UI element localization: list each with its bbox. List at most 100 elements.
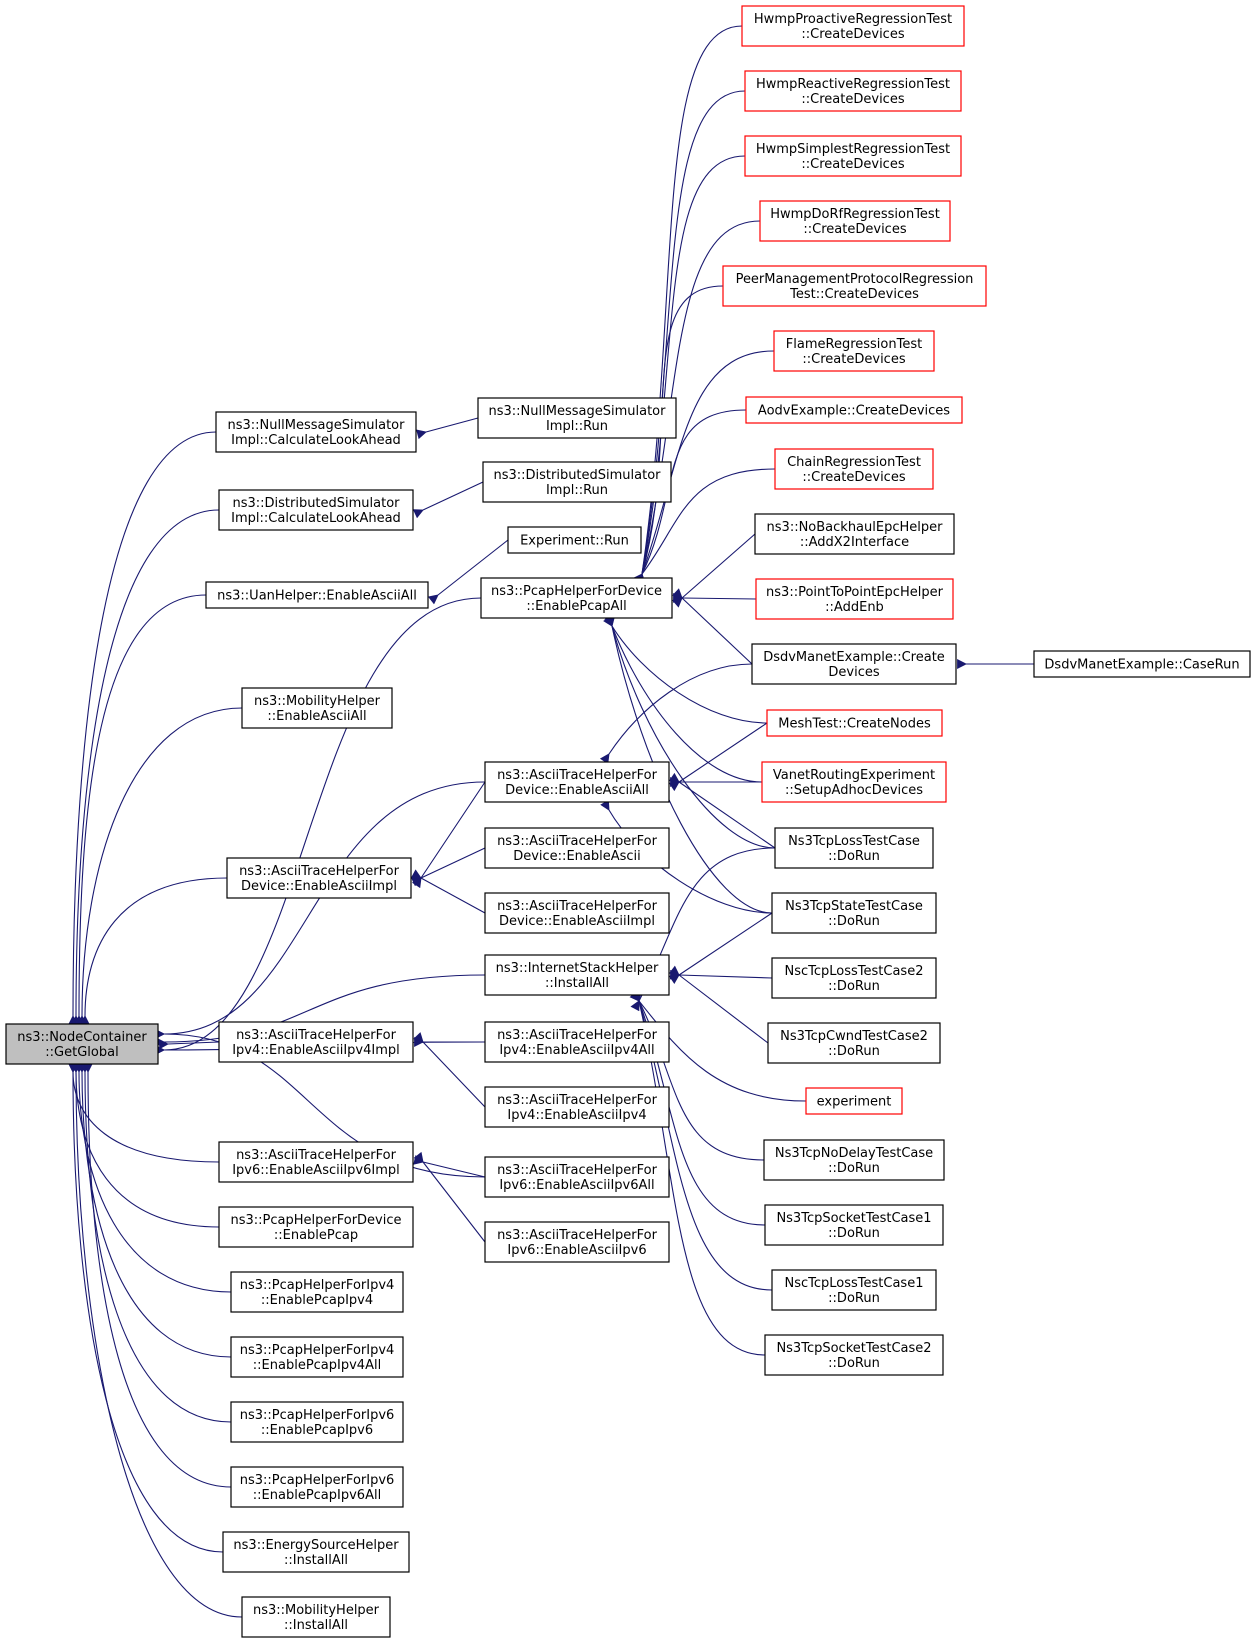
node-peer[interactable]: PeerManagementProtocolRegressionTest::Cr…: [722, 265, 987, 307]
node-box: [484, 761, 670, 803]
node-sock2[interactable]: Ns3TcpSocketTestCase2::DoRun: [764, 1334, 944, 1376]
node-box: [218, 1021, 414, 1063]
node-pcap-ipv4[interactable]: ns3::PcapHelperForIpv4::EnablePcapIpv4: [230, 1271, 404, 1313]
node-pcap-ipv6-all[interactable]: ns3::PcapHelperForIpv6::EnablePcapIpv6Al…: [230, 1466, 404, 1508]
edge-tcploss-to-pcap_all: [604, 616, 776, 849]
edge-noback-to-pcap_all: [672, 533, 756, 608]
node-label-line: Ipv6::EnableAsciiIpv6Impl: [232, 1163, 400, 1178]
node-ath-ipv4-all[interactable]: ns3::AsciiTraceHelperForIpv4::EnableAsci…: [484, 1021, 670, 1063]
node-mob-install[interactable]: ns3::MobilityHelper::InstallAll: [241, 1596, 391, 1638]
node-label-line: ::EnablePcapIpv4: [261, 1293, 373, 1308]
node-exp-run[interactable]: Experiment::Run: [507, 526, 642, 554]
node-nodelay[interactable]: Ns3TcpNoDelayTestCase::DoRun: [763, 1139, 945, 1181]
node-label-line: Experiment::Run: [520, 534, 629, 549]
node-pcap-ipv6[interactable]: ns3::PcapHelperForIpv6::EnablePcapIpv6: [230, 1401, 404, 1443]
node-box: [764, 1334, 944, 1376]
node-box: [744, 70, 962, 112]
node-p2p[interactable]: ns3::PointToPointEpcHelper::AddEnb: [755, 578, 954, 620]
node-ds-calc[interactable]: ns3::DistributedSimulatorImpl::Calculate…: [218, 489, 414, 531]
node-ath-ipv6-all[interactable]: ns3::AsciiTraceHelperForIpv6::EnableAsci…: [484, 1156, 670, 1198]
edge-vanet-to-pcap_all: [604, 615, 763, 783]
node-label-line: Impl::Run: [546, 483, 608, 498]
node-nsc2[interactable]: NscTcpLossTestCase2::DoRun: [771, 957, 937, 999]
node-experiment[interactable]: experiment: [805, 1087, 903, 1115]
node-label-line: NscTcpLossTestCase1: [785, 1276, 924, 1291]
node-box: [763, 1139, 945, 1181]
node-box: [218, 489, 414, 531]
node-sock1[interactable]: Ns3TcpSocketTestCase1::DoRun: [764, 1204, 944, 1246]
node-label-line: HwmpSimplestRegressionTest: [756, 142, 950, 157]
edge-pcap_ipv4_all-to-root: [77, 1063, 232, 1358]
node-label-line: Ns3TcpLossTestCase: [788, 834, 920, 849]
node-ath-ipv6-impl[interactable]: ns3::AsciiTraceHelperForIpv6::EnableAsci…: [218, 1141, 414, 1183]
node-ath-dev-ascii[interactable]: ns3::AsciiTraceHelperForDevice::EnableAs…: [484, 827, 670, 869]
edge-ath_ipv6_all-to-root: [155, 1029, 486, 1178]
node-label-line: ns3::AsciiTraceHelperFor: [497, 768, 658, 783]
node-ath-dev-all[interactable]: ns3::AsciiTraceHelperForDevice::EnableAs…: [484, 761, 670, 803]
node-label-line: ::AddEnb: [825, 600, 884, 615]
node-label-line: ::DoRun: [828, 979, 880, 994]
node-label-line: ::InstallAll: [284, 1553, 348, 1568]
node-dsdv-create[interactable]: DsdvManetExample::CreateDevices: [751, 643, 957, 685]
node-noback[interactable]: ns3::NoBackhaulEpcHelper::AddX2Interface: [754, 513, 955, 555]
node-pcap-dev[interactable]: ns3::PcapHelperForDevice::EnablePcap: [218, 1206, 414, 1248]
node-pcap-ipv4-all[interactable]: ns3::PcapHelperForIpv4::EnablePcapIpv4Al…: [230, 1336, 404, 1378]
edge-meshtest-to-pcap_all: [603, 615, 768, 724]
node-hwmp-dorf[interactable]: HwmpDoRfRegressionTest::CreateDevices: [759, 200, 951, 242]
node-box: [230, 1271, 404, 1313]
edge-aodv-to-pcap_all: [633, 409, 747, 585]
node-label-line: FlameRegressionTest: [786, 337, 922, 352]
node-label-line: ns3::EnergySourceHelper: [233, 1538, 399, 1553]
node-box: [218, 1141, 414, 1183]
node-hwmp-pro[interactable]: HwmpProactiveRegressionTest::CreateDevic…: [741, 5, 965, 47]
node-flame[interactable]: FlameRegressionTest::CreateDevices: [773, 330, 935, 372]
node-label-line: ns3::AsciiTraceHelperFor: [497, 1093, 658, 1108]
node-cwnd2[interactable]: Ns3TcpCwndTestCase2::DoRun: [767, 1022, 941, 1064]
node-label-line: ns3::PcapHelperForDevice: [231, 1213, 402, 1228]
node-box: [774, 827, 934, 869]
node-tcpstate[interactable]: Ns3TcpStateTestCase::DoRun: [771, 892, 937, 934]
node-root[interactable]: ns3::NodeContainer::GetGlobal: [5, 1023, 159, 1065]
node-dsdv-caserun[interactable]: DsdvManetExample::CaseRun: [1033, 650, 1251, 678]
edge-nsc2-to-ish_install: [669, 969, 773, 980]
node-ath-dev-impl[interactable]: ns3::AsciiTraceHelperForDevice::EnableAs…: [226, 857, 412, 899]
node-label-line: ::DoRun: [828, 1356, 880, 1371]
node-nsc1[interactable]: NscTcpLossTestCase1::DoRun: [771, 1269, 937, 1311]
edge-cwnd2-to-ish_install: [668, 965, 769, 1044]
node-hwmp-re[interactable]: HwmpReactiveRegressionTest::CreateDevice…: [744, 70, 962, 112]
node-ath-ipv4-impl[interactable]: ns3::AsciiTraceHelperForIpv4::EnableAsci…: [218, 1021, 414, 1063]
node-label-line: AodvExample::CreateDevices: [758, 404, 950, 419]
node-label-line: HwmpProactiveRegressionTest: [754, 12, 952, 27]
node-box: [1033, 650, 1251, 678]
node-meshtest[interactable]: MeshTest::CreateNodes: [766, 709, 943, 737]
node-label-line: ::EnablePcap: [274, 1228, 358, 1243]
node-pcap-all[interactable]: ns3::PcapHelperForDevice::EnablePcapAll: [480, 577, 673, 619]
node-box: [761, 761, 947, 803]
node-box: [751, 643, 957, 685]
node-energy[interactable]: ns3::EnergySourceHelper::InstallAll: [222, 1531, 410, 1573]
node-box: [205, 581, 429, 609]
node-label-line: ::AddX2Interface: [800, 535, 909, 550]
node-mob-ascii[interactable]: ns3::MobilityHelper::EnableAsciiAll: [241, 687, 393, 729]
node-ish-install[interactable]: ns3::InternetStackHelper::InstallAll: [484, 954, 670, 996]
node-aodv[interactable]: AodvExample::CreateDevices: [745, 396, 963, 424]
node-ath-dev-asciiimpl[interactable]: ns3::AsciiTraceHelperForDevice::EnableAs…: [484, 892, 670, 934]
node-chain[interactable]: ChainRegressionTest::CreateDevices: [774, 448, 934, 490]
node-ath-ipv4[interactable]: ns3::AsciiTraceHelperForIpv4::EnableAsci…: [484, 1086, 670, 1128]
node-label-line: ::DoRun: [828, 1044, 880, 1059]
node-vanet[interactable]: VanetRoutingExperiment::SetupAdhocDevice…: [761, 761, 947, 803]
node-nms-calc[interactable]: ns3::NullMessageSimulatorImpl::Calculate…: [215, 411, 417, 453]
node-label-line: Test::CreateDevices: [789, 287, 919, 302]
node-label-line: DsdvManetExample::Create: [763, 650, 945, 665]
node-hwmp-simp[interactable]: HwmpSimplestRegressionTest::CreateDevice…: [744, 135, 962, 177]
node-label-line: ::DoRun: [828, 1161, 880, 1176]
call-nodes: ns3::NodeContainer::GetGlobal ns3::NullMe…: [5, 5, 1251, 1638]
node-uan[interactable]: ns3::UanHelper::EnableAsciiAll: [205, 581, 429, 609]
edge-meshtest-to-ath_dev_all: [668, 722, 768, 792]
node-tcploss[interactable]: Ns3TcpLossTestCase::DoRun: [774, 827, 934, 869]
node-label-line: ::DoRun: [828, 914, 880, 929]
node-ath-ipv6[interactable]: ns3::AsciiTraceHelperForIpv6::EnableAsci…: [484, 1221, 670, 1263]
